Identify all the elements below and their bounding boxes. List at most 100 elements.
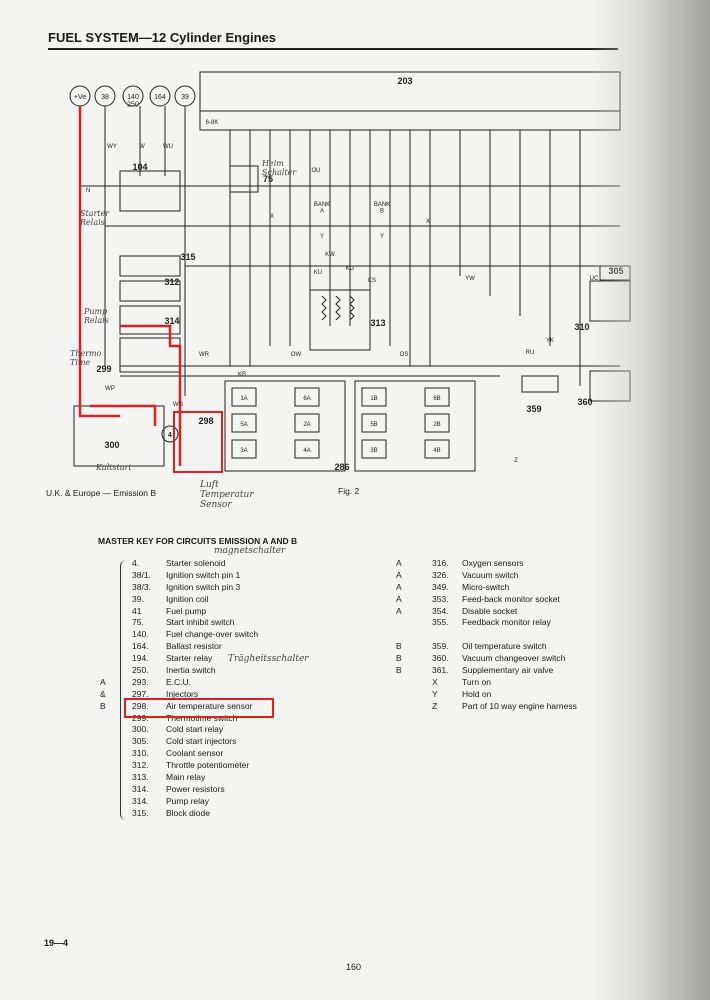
key-entry-mark: B	[396, 665, 402, 676]
key-entry: 164.Ballast resistor	[100, 641, 222, 653]
key-entry-mark: A	[100, 676, 106, 687]
wire-label: KU	[314, 270, 322, 276]
wire-label: OS	[400, 352, 409, 358]
injector-label: 4A	[303, 448, 310, 454]
key-entry: 300.Cold start relay	[100, 724, 223, 736]
main-relay-313	[309, 289, 371, 351]
highlight-box-298	[173, 411, 223, 473]
component-label: 104	[132, 162, 147, 172]
key-entry-num: 38/3.	[132, 581, 151, 592]
key-entry-mark: A	[396, 558, 402, 568]
relay-315	[119, 255, 181, 277]
key-entry: 38/1.Ignition switch pin 1	[100, 570, 240, 582]
wire-label: OW	[291, 352, 302, 358]
wire-label: WG	[173, 402, 184, 408]
key-entry-desc: Micro-switch	[462, 581, 510, 592]
key-entry-num: 354.	[432, 605, 449, 616]
connector-label: 203	[397, 76, 412, 86]
diagram-caption-left: U.K. & Europe — Emission B	[46, 488, 157, 498]
key-entry: 310.Coolant sensor	[100, 748, 223, 760]
injector-label: 1B	[370, 396, 377, 402]
key-entry: 299.Thermotime switch	[100, 713, 237, 725]
terminal-label: 39	[181, 94, 189, 101]
key-entry-num: 250.	[132, 665, 149, 676]
wire-label: WP	[105, 386, 115, 392]
terminal-label: 38	[101, 94, 109, 101]
key-entry-num: 75.	[132, 617, 144, 628]
key-entry-mark: B	[396, 641, 402, 652]
marker-x: X	[270, 214, 274, 220]
key-entry-num: X	[432, 676, 438, 687]
relay-104	[119, 170, 181, 212]
wire-label: WU	[163, 144, 173, 150]
header-rule	[48, 48, 618, 50]
key-entry-num: 313.	[132, 772, 149, 783]
key-entry-num: Y	[432, 688, 438, 699]
injector-label: 6A	[303, 396, 310, 402]
handwritten-annotation: magnetschalter	[214, 546, 286, 556]
key-entry-desc: Ballast resistor	[166, 641, 222, 652]
key-entry-num: Z	[432, 700, 438, 711]
wire-label: KS	[368, 278, 376, 284]
key-entry-num: 194.	[132, 653, 149, 664]
key-entry: 314.Power resistors	[100, 784, 225, 796]
component-label: 315	[180, 252, 195, 262]
key-entry-desc: Pump relay	[166, 795, 209, 806]
key-entry-num: 326.	[432, 569, 449, 580]
injector-label: 1A	[240, 396, 247, 402]
relay-312	[119, 280, 181, 302]
key-entry-num: 316.	[432, 558, 449, 568]
key-entry-desc: Oil temperature switch	[462, 641, 547, 652]
injector-label: 3B	[370, 448, 377, 454]
injector-label: 5B	[370, 422, 377, 428]
key-entry: 38/3. Ignition switch pin 3	[100, 582, 240, 594]
wire-label: KW	[325, 252, 335, 258]
key-entry-desc: Cold start relay	[166, 724, 224, 735]
key-entry-desc: Coolant sensor	[166, 748, 224, 759]
key-entry: A 354. Disable socket	[396, 605, 517, 618]
key-entry-desc: Power resistors	[166, 783, 225, 794]
key-entry-desc: Ignition switch pin 3	[166, 581, 241, 592]
key-entry-desc: Feed-back monitor socket	[462, 593, 560, 604]
highlight-trace	[78, 106, 182, 466]
key-entry-desc: Starter solenoid	[166, 558, 226, 568]
key-entry: 75.Start inhibit switch	[100, 617, 235, 629]
key-entry-desc: Ignition switch pin 1	[166, 569, 241, 580]
component-label: 299	[96, 364, 111, 374]
key-entry: 314. Pump relay	[100, 796, 209, 808]
key-entry-mark: A	[396, 581, 402, 592]
component-label: 314	[164, 316, 179, 326]
master-key-title: MASTER KEY FOR CIRCUITS EMISSION A AND B	[98, 536, 298, 546]
key-entry-mark: A	[396, 569, 402, 580]
key-entry-num: 355.	[432, 617, 449, 628]
terminal-label: +Ve	[74, 94, 86, 101]
key-entry-num: 298.	[132, 700, 149, 711]
key-entry: 250. Inertia switch	[100, 665, 216, 677]
key-entry-desc: Vacuum switch	[462, 569, 519, 580]
key-entry-num: 360.	[432, 653, 449, 664]
key-entry-num: 314.	[132, 795, 149, 806]
wire-label: WY	[107, 144, 117, 150]
key-entry-num: 353.	[432, 593, 449, 604]
key-entry-mark: A	[396, 605, 402, 616]
marker-z: Z	[514, 458, 518, 464]
key-entry: &297.Injectors	[100, 689, 198, 701]
key-entry-desc: Inertia switch	[166, 665, 216, 676]
key-entry-mark: B	[100, 700, 106, 711]
key-entry-desc: Disable socket	[462, 605, 518, 616]
key-entry-num: 359.	[432, 641, 449, 652]
